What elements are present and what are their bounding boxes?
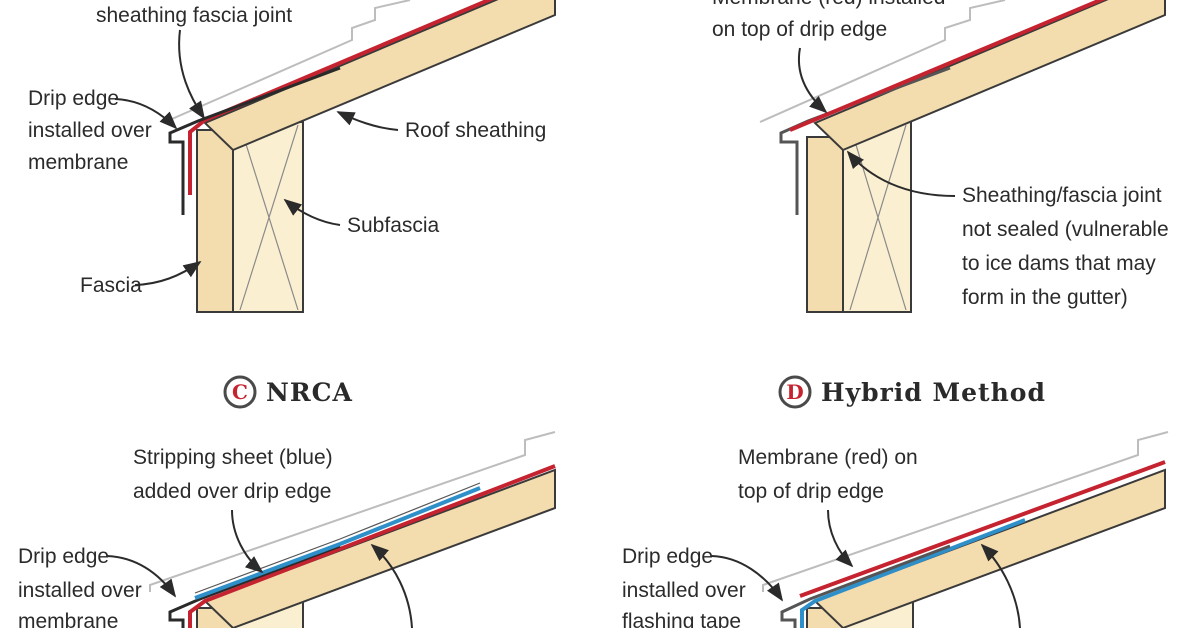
label-drip-edge-1: Drip edge	[28, 87, 119, 110]
panel-a: sheathing fascia joint Drip edge install…	[28, 0, 556, 313]
panel-d: D Hybrid Method Membrane (red) on top of…	[622, 375, 1169, 628]
label-drip-edge-d-2: installed over	[622, 579, 746, 602]
label-drip-edge-c-2: installed over	[18, 579, 142, 602]
shingle-outline	[762, 431, 1169, 592]
label-joint-not-sealed-3: to ice dams that may	[962, 252, 1156, 275]
panel-c-heading: C NRCA	[223, 375, 353, 409]
roof-sheathing	[203, 0, 556, 152]
roof-sheathing	[813, 0, 1166, 152]
drip-edge	[780, 544, 951, 628]
label-drip-edge-2: installed over	[28, 119, 152, 142]
stripping-sheet-outline	[194, 482, 481, 594]
label-joint-not-sealed-2: not sealed (vulnerable	[962, 218, 1169, 241]
label-subfascia: Subfascia	[347, 214, 440, 237]
label-fascia: Fascia	[80, 274, 142, 297]
badge-d-letter: D	[786, 380, 803, 404]
fascia	[196, 129, 234, 313]
shingle-outline	[759, 0, 1006, 123]
label-membrane-on-drip-1: Membrane (red) installed	[712, 0, 945, 9]
label-stripping-sheet-2: added over drip edge	[133, 480, 332, 503]
panel-c-title: NRCA	[266, 378, 353, 407]
membrane	[799, 460, 1166, 598]
label-drip-edge-3: membrane	[28, 151, 128, 174]
shingle-outline	[164, 0, 411, 123]
label-drip-edge-d-3: flashing tape	[622, 610, 741, 628]
label-roof-sheathing: Roof sheathing	[405, 119, 546, 142]
subfascia-cross	[239, 124, 299, 311]
label-drip-edge-d-1: Drip edge	[622, 545, 713, 568]
label-membrane-on-drip-d-1: Membrane (red) on	[738, 446, 918, 469]
membrane	[188, 464, 556, 628]
drip-edge	[168, 66, 341, 215]
label-drip-edge-c-3: membrane	[18, 610, 118, 628]
membrane	[188, 0, 494, 195]
label-joint-not-sealed-4: form in the gutter)	[962, 286, 1128, 309]
label-membrane-on-drip-2: on top of drip edge	[712, 18, 887, 41]
subfascia	[842, 121, 912, 313]
label-joint-not-sealed-1: Sheathing/fascia joint	[962, 184, 1162, 207]
label-sheathing-fascia-joint: sheathing fascia joint	[96, 4, 292, 27]
badge-c	[223, 375, 257, 409]
label-drip-edge-c-1: Drip edge	[18, 545, 109, 568]
subfascia	[232, 121, 304, 313]
membrane	[789, 0, 1106, 132]
label-membrane-on-drip-d-2: top of drip edge	[738, 480, 884, 503]
badge-d	[778, 375, 812, 409]
shingle-outline	[149, 431, 556, 592]
fascia	[806, 136, 844, 313]
panel-c: C NRCA Stripping sheet (blue) added over…	[18, 375, 556, 628]
panel-b: Membrane (red) installed on top of drip …	[712, 0, 1169, 313]
drip-edge	[168, 544, 341, 628]
panel-d-heading: D Hybrid Method	[778, 375, 1046, 409]
flashing-tape	[800, 518, 1026, 628]
label-stripping-sheet-1: Stripping sheet (blue)	[133, 446, 333, 469]
stripping-sheet	[194, 486, 481, 600]
badge-c-letter: C	[232, 380, 248, 404]
panel-d-title: Hybrid Method	[821, 378, 1046, 407]
